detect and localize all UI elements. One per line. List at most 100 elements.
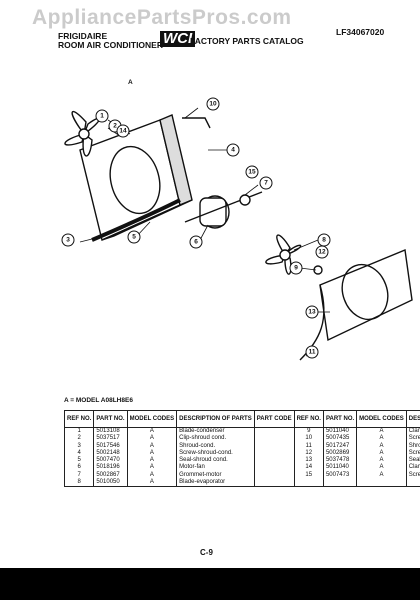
table-cell-line: A xyxy=(149,435,154,442)
callout-8: 8 xyxy=(322,237,326,244)
header-part-code: PART CODE xyxy=(253,410,295,428)
catalog-page: AppliancePartsPros.com FRIGIDAIRE ROOM A… xyxy=(0,0,420,568)
table-cell-line: A xyxy=(379,442,384,449)
table-cell-line: A xyxy=(149,464,154,471)
table-cell-line: Clamp-blade evap. xyxy=(408,428,420,434)
table-cell-line: 5002869 xyxy=(325,449,350,456)
table-cell-line: 2 xyxy=(77,435,81,442)
table-cell-line: A xyxy=(149,457,154,464)
table-cell-line: A xyxy=(379,464,384,471)
table-cell-line: A xyxy=(149,449,154,456)
table-cell-line: 4 xyxy=(77,449,81,456)
table-cell-line: A xyxy=(149,471,154,478)
exploded-parts-diagram: 1 2 3 4 5 6 7 8 9 10 11 12 13 14 15 A xyxy=(61,79,413,361)
header-model: MODEL CODES xyxy=(126,410,178,428)
table-cell-line: 5018196 xyxy=(96,464,120,471)
callout-13: 13 xyxy=(308,309,316,316)
left-part-code-list xyxy=(253,426,295,488)
table-cell-line: 5037478 xyxy=(325,457,350,464)
header-model-2: MODEL CODES xyxy=(356,410,407,428)
callout-10: 10 xyxy=(209,101,217,108)
table-cell-line: 5002867 xyxy=(96,471,120,478)
catalog-number: LF34067020 xyxy=(336,27,385,37)
table-cell-line: A xyxy=(149,442,154,449)
table-cell-line: 5017546 xyxy=(96,442,120,449)
brand-name: FRIGIDAIRE xyxy=(58,31,108,41)
table-header-row: REF NO. PART NO. MODEL CODES DESCRIPTION… xyxy=(63,410,420,428)
table-cell-line: Blade-condenser xyxy=(179,428,225,434)
table-cell-line: 5011040 xyxy=(325,428,349,434)
table-cell-line: 9 xyxy=(307,428,311,434)
header-description-2: DESCRIPTION OF PARTS xyxy=(405,410,420,428)
table-cell-line: 10 xyxy=(305,435,313,442)
table-cell-line: 5007435 xyxy=(325,435,350,442)
catalog-title: FACTORY PARTS CATALOG xyxy=(190,36,304,46)
seal-strip xyxy=(91,198,181,242)
product-name: ROOM AIR CONDITIONER xyxy=(58,40,163,50)
table-cell-line: Screw-shroud-cond. xyxy=(179,449,233,456)
table-cell-line: 7 xyxy=(77,471,81,478)
callout-6: 6 xyxy=(194,239,198,246)
watermark: AppliancePartsPros.com xyxy=(32,6,292,29)
table-cell-line: 3 xyxy=(77,442,81,449)
table-cell-line: 11 xyxy=(305,442,312,449)
table-cell-line: Seal-shroud cond. xyxy=(179,457,228,464)
table-cell-line: A xyxy=(149,428,154,434)
table-cell-line: 5010050 xyxy=(96,479,120,486)
table-cell-line: 5007470 xyxy=(96,457,120,464)
callout-12: 12 xyxy=(318,249,326,256)
callout-11: 11 xyxy=(309,349,316,356)
table-cell-line: Shroud-evap. xyxy=(408,442,420,449)
table-cell-line: Blade-evaporator xyxy=(179,479,226,486)
table-cell-line: 5037517 xyxy=(96,435,120,442)
table-cell-line: 12 xyxy=(305,449,313,456)
manufacturer-logo: WCI xyxy=(160,31,196,47)
table-cell-line: Grommet-motor xyxy=(179,471,222,478)
loose-mark: A xyxy=(128,79,133,86)
table-cell-line: Clamp xyxy=(408,464,420,471)
table-cell-line: Screw-clamp blade xyxy=(408,435,420,442)
condenser-fan-blade xyxy=(64,110,101,157)
parts-table: REF NO. PART NO. MODEL CODES DESCRIPTION… xyxy=(63,410,420,488)
model-note: A = MODEL A08LH8E6 xyxy=(64,397,133,404)
table-cell-line: 6 xyxy=(77,464,81,471)
table-cell-line: 15 xyxy=(305,471,313,478)
callout-3: 3 xyxy=(66,237,70,244)
table-cell-line: Screw-shroud evap. xyxy=(408,449,420,456)
table-cell-line: A xyxy=(149,479,154,486)
table-cell-line: Shroud-cond. xyxy=(179,442,216,449)
header-part-2: PART NO. xyxy=(322,410,358,428)
table-cell-line: 14 xyxy=(305,464,313,471)
evaporator-shroud xyxy=(319,249,413,342)
table-cell-line: 1 xyxy=(77,428,81,434)
table-cell-line: 13 xyxy=(305,457,313,464)
table-cell-line: 5002148 xyxy=(96,449,120,456)
table-cell-line: 5007473 xyxy=(325,471,350,478)
table-cell-line: Seal-shroud evap. xyxy=(408,457,420,464)
table-cell-line: Clip-shroud cond. xyxy=(179,435,227,442)
table-cell-line: A xyxy=(379,428,384,434)
table-cell-line: 5017247 xyxy=(325,442,350,449)
callout-numbers: 1 2 3 4 5 6 7 8 9 10 11 12 13 14 15 A xyxy=(61,79,331,359)
table-cell-line: Screw-clamp xyxy=(408,471,420,478)
table-cell-line: Motor-fan xyxy=(179,464,205,471)
callout-1: 1 xyxy=(100,113,104,120)
page-number: C-9 xyxy=(200,548,213,557)
callout-15: 15 xyxy=(248,169,256,176)
table-cell-line: 8 xyxy=(77,479,81,486)
header-ref: REF NO. xyxy=(63,410,95,428)
header-description: DESCRIPTION OF PARTS xyxy=(176,410,255,428)
header-ref-2: REF NO. xyxy=(293,410,324,428)
callout-5: 5 xyxy=(132,234,136,241)
callout-7: 7 xyxy=(264,180,268,187)
table-cell-line: A xyxy=(379,457,384,464)
fan-motor xyxy=(184,191,263,229)
right-description-list: Clamp-blade evap.Screw-clamp bladeShroud… xyxy=(405,426,420,488)
